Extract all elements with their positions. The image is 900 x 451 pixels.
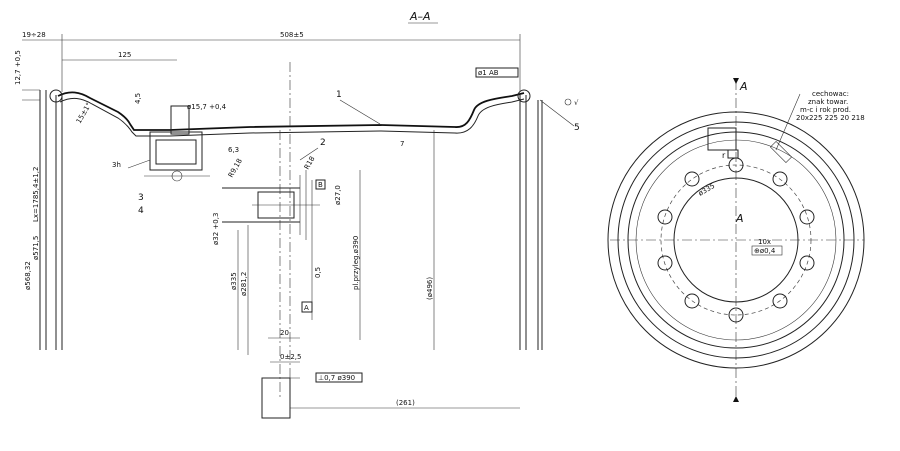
dim-12-7: 12,7 +0,5 (14, 50, 22, 85)
datum-a-box (301, 301, 313, 313)
dim-3: 3h (112, 161, 121, 169)
stud-holes (657, 157, 815, 323)
datum-b-label: B (318, 181, 323, 189)
dim-32: ø32 +0,3 (212, 213, 220, 245)
dim-lx: Lx=1785,4±1,2 (32, 167, 40, 222)
front-pcd-label: ø335 (697, 182, 716, 198)
valve-boss (170, 105, 190, 135)
front-valve-boss (707, 127, 737, 151)
rim-profile-inner (59, 97, 525, 137)
bolt-pitch-circle (660, 164, 812, 316)
dim-390: pl.przyleg.ø390 (352, 236, 360, 290)
valve-housing-inner (155, 139, 197, 165)
surface-mark: √ (574, 99, 579, 107)
left-bead-circle (49, 89, 63, 103)
tol-frame-top-right-text: ø1 AB (478, 69, 499, 77)
dim-0-2-5: 0±2,5 (280, 353, 301, 361)
callout-2: 2 (320, 138, 326, 148)
cut-arrow-top (733, 78, 739, 84)
dim-4-5: 4,5 (134, 93, 142, 104)
dim-hole: ø15,7 +0,4 (187, 103, 227, 111)
stud-hole (799, 255, 815, 271)
callout-5-leader (539, 99, 575, 127)
stud-hole (657, 255, 673, 271)
dim-7: 7 (400, 140, 404, 148)
callout-1-leader (339, 99, 381, 125)
rim-circle-2 (617, 121, 855, 359)
hole-count: 10x (758, 238, 771, 246)
dim-496: (ø496) (426, 277, 434, 300)
center-bore (673, 177, 799, 303)
front-view: A A r ø335 cechowac: znak towar (607, 80, 865, 400)
dim-261: (261) (396, 399, 415, 407)
stud-hole (799, 209, 815, 225)
front-r-label: r (722, 151, 726, 160)
dim-20: 20 (280, 329, 289, 337)
dim-568: ø568,32 (24, 261, 32, 290)
stamp-line-1: cechowac: (812, 90, 849, 98)
dim-15-deg: 15±1° (75, 101, 93, 125)
dim-0-5: 0,5 (314, 267, 322, 278)
tol-frame-bottom-text: ⊥0,7 ø390 (318, 374, 355, 382)
view-letter-top: A (739, 80, 748, 93)
stud-hole (772, 171, 788, 187)
stamp-line-4: 20x225 225 20 218 (796, 114, 865, 122)
section-title: A–A (409, 10, 431, 23)
hole-tol-frame (751, 245, 783, 256)
hole-tol-text: ⊕ø0,4 (754, 247, 776, 255)
dim-571: ø571,5 (32, 236, 40, 260)
tol-frame-top-right (475, 67, 519, 78)
dim-r18: R18 (303, 155, 317, 171)
stamp-line-3: m-c i rok prod. (800, 106, 851, 114)
hub-pilot (261, 377, 291, 419)
dim-6-3: 6,3 (228, 146, 239, 154)
section-cut-marks (733, 78, 739, 402)
datum-a-label: A (304, 304, 309, 312)
callout-1: 1 (336, 90, 342, 100)
dim-508: 508±5 (280, 31, 304, 39)
stamp-leader (775, 93, 801, 151)
stamp-line-2: znak towar. (808, 98, 848, 106)
valve-housing (149, 131, 203, 171)
stud-hole (684, 171, 700, 187)
stud-hole (684, 293, 700, 309)
section-view: A–A (14, 10, 580, 419)
stud-hole (772, 293, 788, 309)
right-bead-circle (517, 89, 531, 103)
dim-27: ø27,0 (334, 185, 342, 205)
callout-5: 5 (574, 123, 580, 133)
rim-profile (57, 91, 525, 131)
callout-2-leader (299, 147, 319, 161)
stud-hole (657, 209, 673, 225)
callout-3: 3 (138, 193, 144, 203)
callout-4: 4 (138, 206, 144, 216)
dim-r9: R9,18 (227, 157, 244, 179)
dim-125: 125 (118, 51, 131, 59)
view-letter-center: A (735, 212, 744, 225)
callout-3-leader (127, 159, 151, 169)
dim-19-28: 19÷28 (22, 31, 46, 39)
datum-b-box (315, 179, 326, 190)
tol-frame-bottom (315, 372, 363, 383)
stud-hole (728, 307, 744, 323)
front-valve-inner (727, 149, 739, 159)
stamp-area (769, 140, 793, 164)
cut-arrow-bottom (733, 396, 739, 402)
outer-rim-circle (607, 111, 865, 369)
dim-281: ø281,2 (240, 272, 248, 296)
dim-335: ø335 (230, 272, 238, 290)
surface-symbol (564, 98, 572, 106)
